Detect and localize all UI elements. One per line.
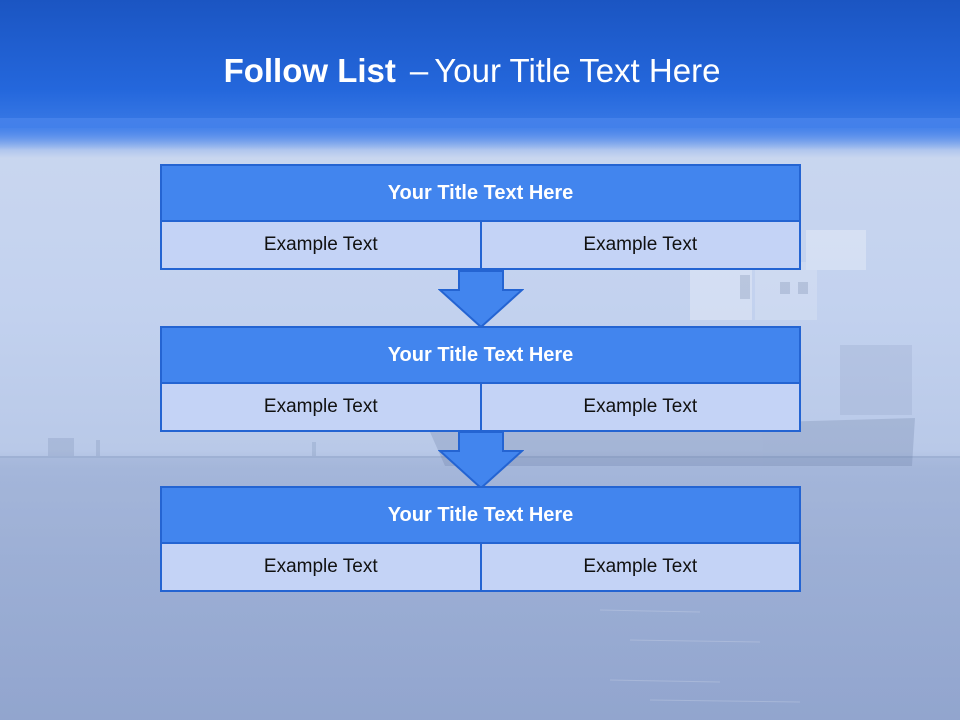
list-block: Your Title Text Here Example Text Exampl…	[160, 486, 801, 592]
title-dash: –	[409, 52, 429, 89]
title-strong: Follow List	[223, 52, 396, 89]
block-cell-left: Example Text	[160, 220, 482, 270]
ship-bridge	[806, 230, 866, 270]
block-title: Your Title Text Here	[160, 486, 801, 544]
header-fade	[0, 118, 960, 158]
slide-title: Follow List–Your Title Text Here	[0, 52, 944, 90]
block-title: Your Title Text Here	[160, 164, 801, 222]
ship-window	[780, 282, 790, 294]
block-row: Example Text Example Text	[160, 382, 801, 432]
block-cell-left: Example Text	[160, 542, 482, 592]
block-row: Example Text Example Text	[160, 542, 801, 592]
header-band	[0, 0, 960, 128]
list-block: Your Title Text Here Example Text Exampl…	[160, 164, 801, 270]
ship-cabin-right	[755, 262, 817, 320]
ship-window	[798, 282, 808, 294]
block-cell-right: Example Text	[479, 542, 801, 592]
distant-lighthouse	[96, 440, 100, 456]
list-block: Your Title Text Here Example Text Exampl…	[160, 326, 801, 432]
down-arrow-icon	[438, 431, 524, 489]
distant-post	[312, 442, 316, 456]
ship-window	[740, 275, 750, 299]
block-cell-right: Example Text	[479, 220, 801, 270]
title-rest: Your Title Text Here	[434, 52, 721, 89]
down-arrow-icon	[438, 270, 524, 328]
ship-stern-structure	[840, 345, 912, 415]
block-row: Example Text Example Text	[160, 220, 801, 270]
block-cell-left: Example Text	[160, 382, 482, 432]
block-cell-right: Example Text	[479, 382, 801, 432]
ship-cabin-left	[690, 262, 752, 320]
distant-crane	[48, 438, 74, 456]
block-title: Your Title Text Here	[160, 326, 801, 384]
